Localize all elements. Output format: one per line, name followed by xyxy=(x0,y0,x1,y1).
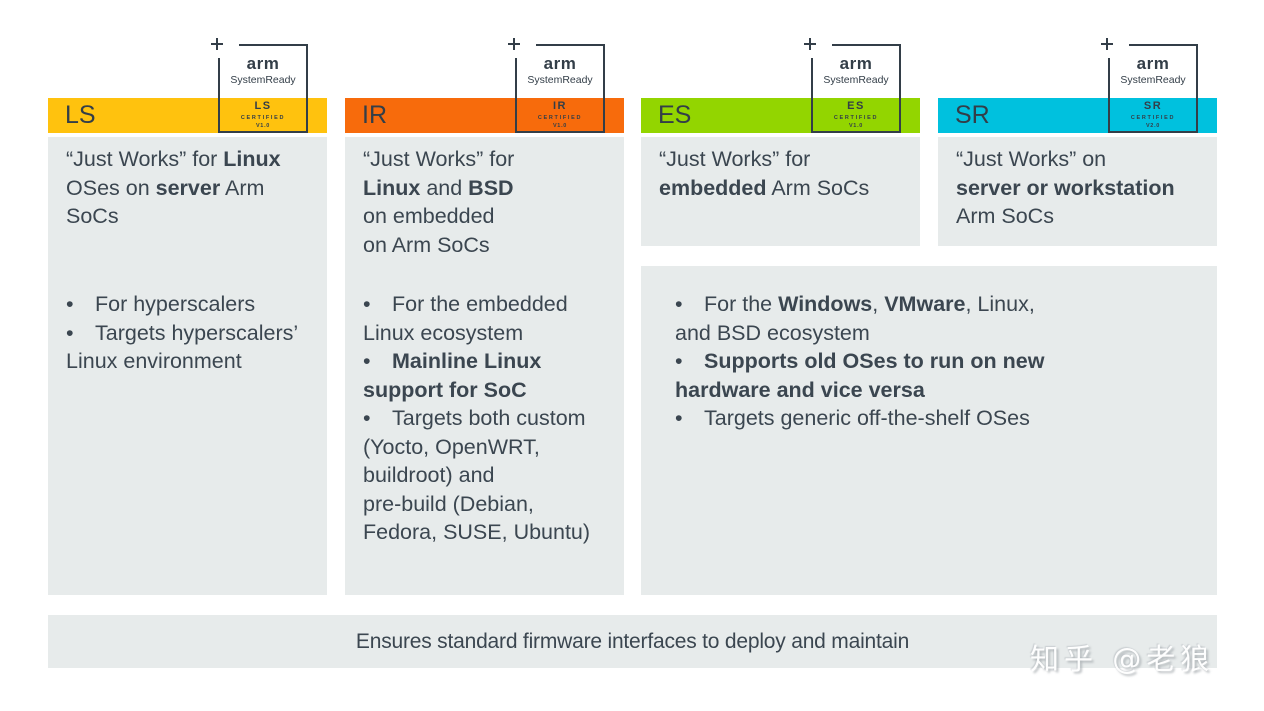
bullet-dot: • xyxy=(363,406,371,430)
systemready-badge-es: arm SystemReady ES CERTIFIED V1.0 xyxy=(804,38,901,133)
systemready-badge-ir: arm SystemReady IR CERTIFIED V1.0 xyxy=(508,38,605,133)
band-ls: LS xyxy=(48,98,327,133)
footer-banner: Ensures standard firmware interfaces to … xyxy=(48,615,1217,668)
band-es: ES xyxy=(641,98,920,133)
bullet-dot: • xyxy=(675,406,683,430)
plus-icon xyxy=(508,38,520,50)
bullet-dot: • xyxy=(363,292,371,316)
badge-version: V1.0 xyxy=(552,123,568,129)
badge-version: V1.0 xyxy=(255,123,271,129)
band-label-ls: LS xyxy=(65,101,96,129)
plus-icon xyxy=(1101,38,1113,50)
badge-code: IR xyxy=(553,100,567,112)
badge-certified-label: CERTIFIED xyxy=(240,115,286,121)
band-label-es: ES xyxy=(658,101,692,129)
bullet-item: •For the Windows, VMware, Linux,and BSD … xyxy=(675,292,1035,345)
bullet-dot: • xyxy=(66,320,74,345)
badge-frame-icon xyxy=(211,38,308,133)
band-label-ir: IR xyxy=(362,101,387,129)
badge-product-label: SystemReady xyxy=(527,74,593,86)
badge-certified-label: CERTIFIED xyxy=(833,115,879,121)
shared-bullets: •For the Windows, VMware, Linux,and BSD … xyxy=(675,290,1197,433)
bullet-item: •Targets hyperscalers’Linux environment xyxy=(66,320,299,374)
column-es: ES arm SystemReady ES CERTIFIED V1.0 “Ju… xyxy=(641,0,920,711)
arm-logo: arm xyxy=(246,54,280,73)
badge-version: V2.0 xyxy=(1145,123,1161,129)
badge-frame-icon xyxy=(1101,38,1198,133)
badge-frame-icon xyxy=(804,38,901,133)
footer-banner-text: Ensures standard firmware interfaces to … xyxy=(355,629,910,653)
bullet-item: •Targets generic off-the-shelf OSes xyxy=(675,404,1197,433)
column-sr: SR arm SystemReady SR CERTIFIED V2.0 “Ju… xyxy=(938,0,1217,711)
watermark: 知乎 @老狼 xyxy=(1030,642,1215,676)
bullet-dot: • xyxy=(675,292,683,316)
bullet-dot: • xyxy=(363,349,371,373)
bullets-ls: •For hyperscalers •Targets hyperscalers’… xyxy=(66,290,319,376)
band-ir: IR xyxy=(345,98,624,133)
badge-certified-label: CERTIFIED xyxy=(1130,115,1176,121)
badge-version: V1.0 xyxy=(848,123,864,129)
plus-icon xyxy=(211,38,223,50)
plus-icon xyxy=(804,38,816,50)
systemready-badge-sr: arm SystemReady SR CERTIFIED V2.0 xyxy=(1101,38,1198,133)
shared-panel-es-sr: •For the Windows, VMware, Linux,and BSD … xyxy=(641,266,1217,595)
badge-certified-label: CERTIFIED xyxy=(537,115,583,121)
column-ir: IR arm SystemReady IR CERTIFIED V1.0 “Ju… xyxy=(345,0,624,711)
badge-frame-icon xyxy=(508,38,605,133)
badge-product-label: SystemReady xyxy=(230,74,296,86)
bullet-item: •For hyperscalers xyxy=(66,290,319,319)
bullet-dot: • xyxy=(675,349,683,373)
badge-code: LS xyxy=(254,100,272,112)
bullet-dot: • xyxy=(66,292,74,316)
band-label-sr: SR xyxy=(955,101,990,129)
badge-code: ES xyxy=(847,100,865,112)
badge-product-label: SystemReady xyxy=(823,74,889,86)
badge-code: SR xyxy=(1143,100,1163,112)
arm-logo: arm xyxy=(1136,54,1170,73)
systemready-badge-ls: arm SystemReady LS CERTIFIED V1.0 xyxy=(211,38,308,133)
arm-logo: arm xyxy=(543,54,577,73)
bullet-item: •Targets both custom(Yocto, OpenWRT,buil… xyxy=(363,406,591,544)
band-sr: SR xyxy=(938,98,1217,133)
column-ls: LS arm SystemReady LS CERTIFIED V1.0 “Ju… xyxy=(48,0,327,711)
arm-logo: arm xyxy=(839,54,873,73)
badge-product-label: SystemReady xyxy=(1120,74,1186,86)
